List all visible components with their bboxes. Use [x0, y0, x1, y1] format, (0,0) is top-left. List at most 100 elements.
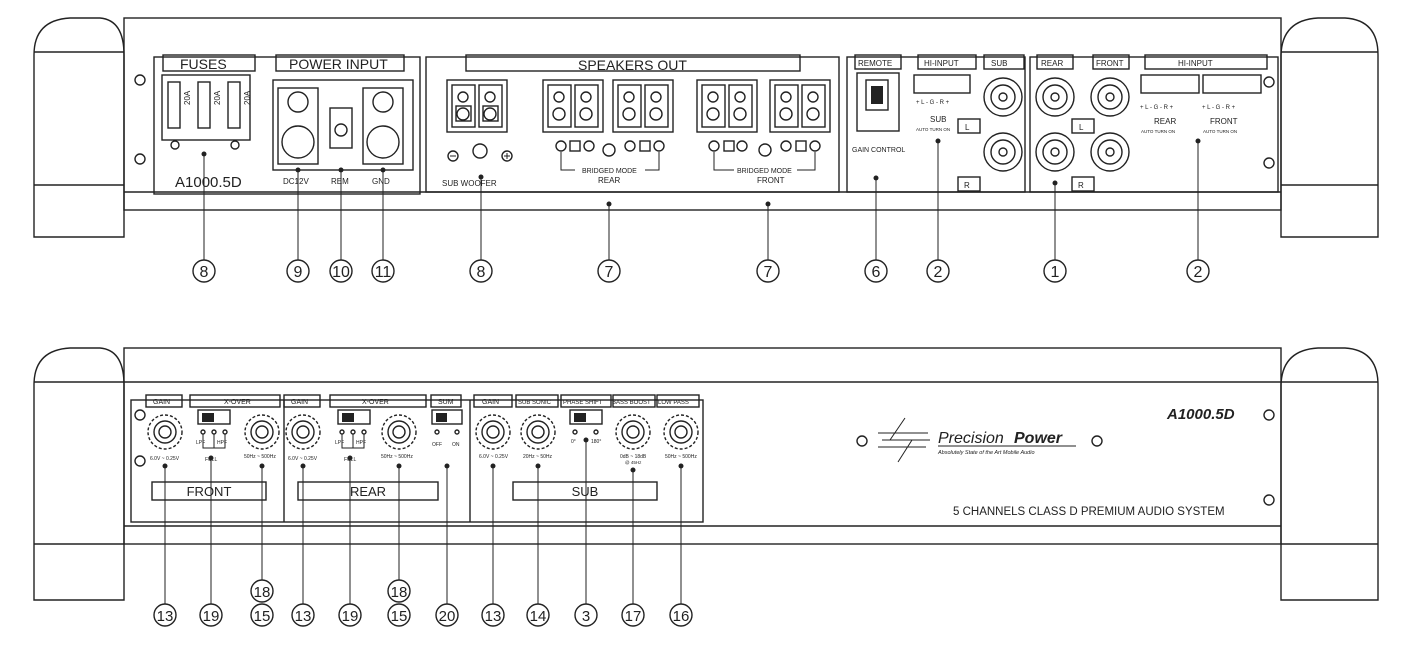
rear-front-rca-inputs — [1035, 77, 1130, 172]
callout-6: 6 — [864, 259, 888, 283]
sub-input-label: SUB — [930, 115, 946, 124]
rear-speaker-terminals: BRIDGED MODE REAR — [542, 79, 674, 185]
svg-text:+ L - G - R +: + L - G - R + — [916, 100, 950, 106]
svg-text:7: 7 — [605, 264, 614, 281]
svg-text:3: 3 — [582, 608, 590, 625]
rear-xover-knob[interactable] — [381, 414, 417, 450]
svg-text:OFF: OFF — [432, 442, 442, 448]
phase-shift-switch[interactable] — [569, 409, 603, 425]
brand-tagline: Absolutely State of the Art Mobile Audio — [937, 450, 1035, 456]
front-gain-knob[interactable] — [147, 414, 183, 450]
phase-shift-label: PHASE SHIFT — [563, 400, 603, 406]
bottom-callouts: 13 19 18 15 13 19 18 15 20 13 14 3 17 16 — [153, 579, 693, 627]
bass-boost-label: BASS BOOST — [612, 400, 651, 406]
bottom-amplifier-panel: GAIN X-OVER 6.0V ~ 0.25V LPF HPF FULL 50… — [33, 347, 1379, 604]
sub-section-label: SUB — [572, 484, 599, 499]
subwoofer-label: SUB WOOFER — [442, 179, 497, 188]
callout-15b: 15 — [387, 603, 411, 627]
svg-text:20A: 20A — [183, 90, 192, 105]
svg-text:7: 7 — [764, 264, 773, 281]
svg-text:20Hz ~ 50Hz: 20Hz ~ 50Hz — [523, 454, 553, 460]
subsonic-knob[interactable] — [520, 414, 556, 450]
rear-xover-switch[interactable] — [337, 409, 371, 425]
precision-power-logo: Precision Power Absolutely State of the … — [878, 417, 1076, 463]
brand-bold: Power — [1014, 430, 1063, 447]
svg-text:AUTO TURN ON: AUTO TURN ON — [1141, 129, 1175, 134]
rem-label: REM — [331, 177, 349, 186]
svg-text:SUB: SUB — [991, 59, 1007, 68]
hi-input-label: HI-INPUT — [1178, 59, 1213, 68]
bass-boost-knob[interactable] — [615, 414, 651, 450]
svg-text:HPF: HPF — [356, 440, 366, 446]
svg-text:18: 18 — [254, 584, 271, 601]
rear-gain-label: GAIN — [291, 399, 308, 406]
mount-hole-icon — [1263, 157, 1275, 169]
svg-text:R: R — [964, 181, 970, 190]
hi-input-sub-label: HI-INPUT — [924, 59, 959, 68]
mount-hole-icon — [856, 435, 868, 447]
callout-7: 7 — [597, 259, 621, 283]
front-speaker-terminals: BRIDGED MODE FRONT — [696, 79, 831, 185]
front-xover-knob[interactable] — [244, 414, 280, 450]
fuse-20a-1: 20A — [167, 81, 192, 129]
svg-text:20A: 20A — [243, 90, 252, 105]
front-gain-label: GAIN — [153, 399, 170, 406]
rear-label: REAR — [598, 176, 620, 185]
front-xover-switch[interactable] — [197, 409, 231, 425]
low-pass-knob[interactable] — [663, 414, 699, 450]
svg-text:FRONT: FRONT — [1210, 117, 1238, 126]
svg-text:ON: ON — [452, 442, 460, 448]
top-amplifier-panel: FUSES POWER INPUT 20A 20A 20A A1000.5D — [33, 17, 1379, 260]
callout-1: 1 — [1043, 259, 1067, 283]
svg-text:REAR: REAR — [1154, 117, 1176, 126]
svg-text:L: L — [1079, 123, 1084, 132]
front-rca-label: FRONT — [1096, 59, 1124, 68]
callout-16: 16 — [669, 603, 693, 627]
mount-hole-icon — [1091, 435, 1103, 447]
remote-label: REMOTE — [858, 59, 892, 68]
front-section-label: FRONT — [187, 484, 232, 499]
subwoofer-terminal: SUB WOOFER — [442, 79, 513, 188]
callout-17: 17 — [621, 603, 645, 627]
fuses-label: FUSES — [180, 56, 227, 72]
mount-hole-icon — [134, 153, 146, 165]
hi-input-sub-connector — [913, 74, 971, 94]
svg-text:9: 9 — [294, 264, 303, 281]
bridged-mode-front-label: BRIDGED MODE — [737, 168, 792, 175]
callout-3: 3 — [574, 603, 598, 627]
svg-text:11: 11 — [375, 264, 392, 281]
svg-text:20A: 20A — [213, 90, 222, 105]
svg-text:0°: 0° — [571, 439, 576, 445]
svg-text:18: 18 — [391, 584, 408, 601]
rear-rca-label: REAR — [1041, 59, 1063, 68]
svg-text:6.0V ~ 0.25V: 6.0V ~ 0.25V — [150, 456, 180, 462]
callout-20: 20 — [435, 603, 459, 627]
rear-gain-knob[interactable] — [285, 414, 321, 450]
remote-gain-control-port — [856, 72, 900, 132]
callout-8b: 8 — [469, 259, 493, 283]
mount-hole-icon — [134, 74, 146, 86]
sub-gain-knob[interactable] — [475, 414, 511, 450]
mount-hole-icon — [134, 409, 146, 421]
callout-13: 13 — [153, 603, 177, 627]
model-label-top: A1000.5D — [175, 174, 242, 191]
mount-hole-icon — [1263, 76, 1275, 88]
top-callouts: 8 9 10 11 8 7 7 6 2 1 2 — [192, 259, 1210, 283]
svg-text:10: 10 — [332, 264, 350, 281]
svg-text:13: 13 — [485, 608, 502, 625]
rear-section-label: REAR — [350, 484, 386, 499]
svg-text:1: 1 — [1051, 264, 1060, 281]
callout-19b: 19 — [338, 603, 362, 627]
front-xover-label: X-OVER — [224, 399, 251, 406]
callout-19: 19 — [199, 603, 223, 627]
callout-18b: 18 — [387, 579, 411, 603]
callout-7b: 7 — [756, 259, 780, 283]
svg-text:+ L - G - R +: + L - G - R + — [1202, 105, 1236, 111]
svg-text:+ L - G - R +: + L - G - R + — [1140, 105, 1174, 111]
svg-text:LPF: LPF — [196, 440, 205, 446]
callout-2b: 2 — [1186, 259, 1210, 283]
sum-switch[interactable] — [431, 409, 463, 425]
callout-15: 15 — [250, 603, 274, 627]
callout-14: 14 — [526, 603, 550, 627]
